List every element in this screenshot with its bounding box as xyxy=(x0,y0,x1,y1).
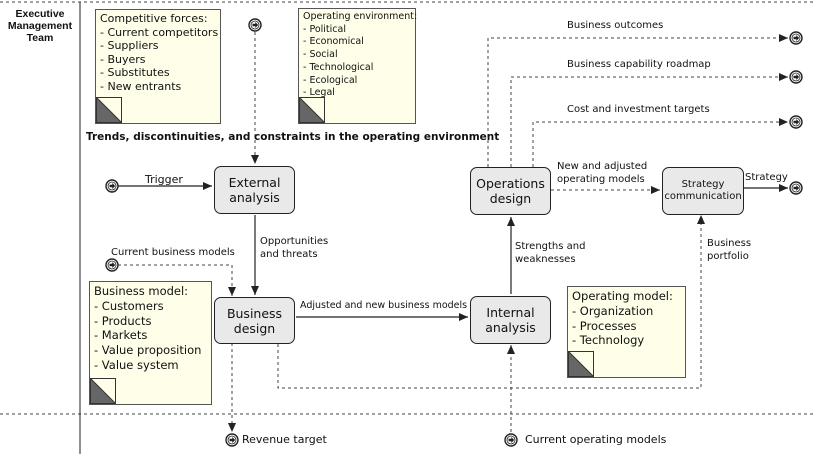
external-analysis-task[interactable]: External analysis xyxy=(214,166,295,214)
note-fold-corner-icon xyxy=(299,97,325,123)
strategy-end-event-icon[interactable] xyxy=(789,181,803,195)
opportunities-label-line: Opportunities xyxy=(260,236,329,247)
business-portfolio-label-line: portfolio xyxy=(707,250,749,262)
swimlane-title-line: Executive xyxy=(15,8,65,20)
business-portfolio-flow xyxy=(277,215,705,389)
cost-targets-flow xyxy=(532,118,788,167)
business-portfolio-label: Business portfolio xyxy=(707,238,751,263)
strengths-label-line: weaknesses xyxy=(515,253,576,265)
note-title: Competitive forces: xyxy=(100,12,208,25)
competitive-forces-note[interactable]: Competitive forces: - Current competitor… xyxy=(95,9,221,124)
current-business-models-label: Current business models xyxy=(111,247,235,258)
note-item: - Substitutes xyxy=(100,66,170,80)
note-item: - Value proposition xyxy=(94,343,202,358)
note-item: - Buyers xyxy=(100,52,146,66)
new-operating-models-label-line: New and adjusted xyxy=(557,161,648,172)
trends-label: Trends, discontinuities, and constraints… xyxy=(86,131,500,143)
strategy-communication-task[interactable]: Strategy communication xyxy=(662,167,744,215)
note-title: Operating model: xyxy=(572,289,673,303)
note-fold-corner-icon xyxy=(90,378,116,404)
strategy-label: Strategy xyxy=(745,172,788,183)
opportunities-label: Opportunities and threats xyxy=(260,236,328,261)
current-business-models-flow xyxy=(118,264,236,296)
note-item: - Processes xyxy=(572,318,637,333)
new-operating-models-label: New and adjusted operating models xyxy=(557,161,647,186)
business-outcomes-end-event-icon[interactable] xyxy=(789,31,803,45)
swimlane-title-line: Team xyxy=(26,32,54,44)
business-models-start-event-icon[interactable] xyxy=(105,258,119,272)
note-item: - Social xyxy=(303,49,338,61)
operating-models-start-event-icon[interactable] xyxy=(504,433,518,447)
swimlane-title-line: Management xyxy=(7,20,73,32)
business-outcomes-label: Business outcomes xyxy=(567,20,664,31)
operations-design-task[interactable]: Operations design xyxy=(470,167,551,215)
note-item: - Technological xyxy=(303,61,374,73)
strengths-label-line: Strengths and xyxy=(515,241,586,252)
cost-targets-label: Cost and investment targets xyxy=(567,104,710,115)
note-item: - Products xyxy=(94,313,152,328)
note-item: - Value system xyxy=(94,357,179,372)
strengths-label: Strengths and weaknesses xyxy=(515,241,585,266)
trigger-label: Trigger xyxy=(145,173,183,186)
current-operating-models-label: Current operating models xyxy=(525,433,667,446)
swimlane-title: Executive Management Team xyxy=(2,8,78,44)
note-item: - Legal xyxy=(303,87,335,99)
note-title: Operating environment: xyxy=(303,11,418,22)
note-item: - Suppliers xyxy=(100,39,159,53)
note-item: - Organization xyxy=(572,303,654,318)
new-operating-models-label-line: operating models xyxy=(557,173,645,185)
capability-roadmap-end-event-icon[interactable] xyxy=(789,70,803,84)
capability-roadmap-flow xyxy=(510,73,788,167)
operating-model-note[interactable]: Operating model: - Organization - Proces… xyxy=(567,286,686,378)
opportunities-label-line: and threats xyxy=(260,248,318,260)
note-item: - Economical xyxy=(303,36,364,48)
environment-start-event-icon[interactable] xyxy=(248,18,262,32)
note-item: - Political xyxy=(303,23,346,35)
note-fold-corner-icon xyxy=(568,351,594,377)
adjusted-models-label: Adjusted and new business models xyxy=(300,300,468,311)
note-item: - Customers xyxy=(94,298,164,313)
revenue-target-label: Revenue target xyxy=(242,433,327,446)
revenue-target-end-event-icon[interactable] xyxy=(225,433,239,447)
internal-analysis-task[interactable]: Internal analysis xyxy=(470,296,551,344)
trigger-start-event-icon[interactable] xyxy=(105,179,119,193)
note-item: - New entrants xyxy=(100,79,182,93)
operating-environment-note[interactable]: Operating environment: - Political - Eco… xyxy=(298,8,418,124)
note-fold-corner-icon xyxy=(96,97,122,123)
note-title: Business model: xyxy=(94,284,189,298)
cost-targets-end-event-icon[interactable] xyxy=(789,115,803,129)
note-item: - Ecological xyxy=(303,74,358,86)
note-item: - Markets xyxy=(94,328,148,343)
business-model-note[interactable]: Business model: - Customers - Products -… xyxy=(89,281,212,405)
note-item: - Current competitors xyxy=(100,25,219,39)
business-portfolio-label-line: Business xyxy=(707,238,752,249)
capability-roadmap-label: Business capability roadmap xyxy=(567,59,711,70)
business-design-task[interactable]: Business design xyxy=(214,297,295,344)
business-outcomes-flow xyxy=(487,34,788,167)
note-item: - Technology xyxy=(572,333,645,348)
